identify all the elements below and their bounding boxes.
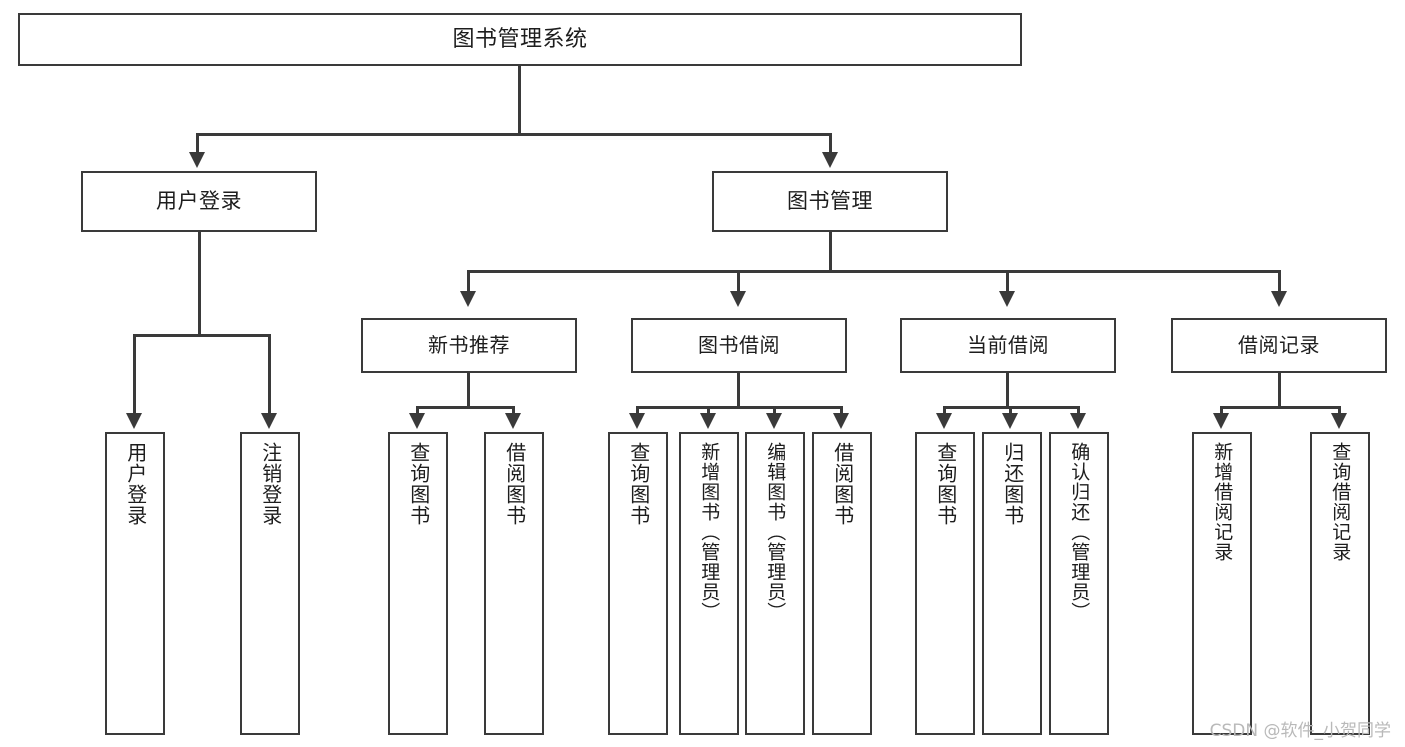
node-new-book-recommend[interactable]: 新书推荐	[361, 318, 577, 373]
node-label: 新增图书（管理员）	[698, 442, 721, 622]
node-label: 查询借阅记录	[1329, 442, 1352, 562]
connector-user-login-drop-2	[268, 334, 271, 416]
arrowhead-user-login-leaf-1	[126, 413, 142, 429]
connector-cb-stem	[1006, 373, 1009, 409]
node-label: 用户登录	[123, 442, 148, 526]
node-label: 编辑图书（管理员）	[764, 442, 787, 622]
connector-root-to-user-login	[196, 133, 199, 155]
node-leaf-cb-query-book[interactable]: 查询图书	[915, 432, 975, 735]
node-user-login[interactable]: 用户登录	[81, 171, 317, 232]
arrowhead-br-leaf-2	[1331, 413, 1347, 429]
node-label: 借阅图书	[502, 442, 527, 526]
node-label: 归还图书	[1000, 442, 1025, 526]
node-label: 查询图书	[406, 442, 431, 526]
node-leaf-bb-edit-book-admin[interactable]: 编辑图书（管理员）	[745, 432, 805, 735]
connector-bb-drop-4	[840, 406, 843, 416]
connector-cb-drop-2	[1009, 406, 1012, 416]
node-leaf-nbr-borrow-book[interactable]: 借阅图书	[484, 432, 544, 735]
arrowhead-bm-to-current-borrow	[999, 291, 1015, 307]
arrowhead-cb-leaf-2	[1002, 413, 1018, 429]
node-label: 查询图书	[626, 442, 651, 526]
node-label: 用户登录	[156, 189, 242, 214]
connector-bm-drop-1	[467, 270, 470, 294]
node-leaf-bb-query-book[interactable]: 查询图书	[608, 432, 668, 735]
arrowhead-cb-leaf-1	[936, 413, 952, 429]
node-leaf-user-login[interactable]: 用户登录	[105, 432, 165, 735]
connector-bm-drop-4	[1278, 270, 1281, 294]
connector-nbr-stem	[467, 373, 470, 409]
node-label: 借阅图书	[830, 442, 855, 526]
arrowhead-cb-leaf-3	[1070, 413, 1086, 429]
node-leaf-logout[interactable]: 注销登录	[240, 432, 300, 735]
connector-nbr-drop-1	[416, 406, 419, 416]
connector-nbr-bar	[416, 406, 515, 409]
connector-bb-drop-2	[707, 406, 710, 416]
connector-br-drop-2	[1338, 406, 1341, 416]
node-leaf-br-add-record[interactable]: 新增借阅记录	[1192, 432, 1252, 735]
connector-user-login-drop-1	[133, 334, 136, 416]
connector-user-login-bar	[133, 334, 271, 337]
node-label: 图书管理	[787, 189, 873, 214]
node-current-borrow[interactable]: 当前借阅	[900, 318, 1116, 373]
node-label: 新增借阅记录	[1211, 442, 1234, 562]
arrowhead-nbr-leaf-1	[409, 413, 425, 429]
connector-cb-drop-1	[943, 406, 946, 416]
connector-root-to-book-manage	[829, 133, 832, 155]
arrowhead-bm-to-new-book	[460, 291, 476, 307]
connector-book-management-stem	[829, 232, 832, 272]
node-borrow-record[interactable]: 借阅记录	[1171, 318, 1387, 373]
connector-root-bar	[196, 133, 832, 136]
node-leaf-cb-return-book[interactable]: 归还图书	[982, 432, 1042, 735]
node-label: 借阅记录	[1238, 333, 1320, 357]
connector-book-management-bar	[467, 270, 1281, 273]
node-label: 查询图书	[933, 442, 958, 526]
node-leaf-bb-borrow-book[interactable]: 借阅图书	[812, 432, 872, 735]
node-root-system[interactable]: 图书管理系统	[18, 13, 1022, 66]
arrowhead-bm-to-borrow-record	[1271, 291, 1287, 307]
arrowhead-br-leaf-1	[1213, 413, 1229, 429]
arrowhead-user-login-leaf-2	[261, 413, 277, 429]
node-label: 图书借阅	[698, 333, 780, 357]
connector-bm-drop-3	[1006, 270, 1009, 294]
connector-bb-bar	[636, 406, 842, 409]
connector-bb-drop-3	[773, 406, 776, 416]
arrowhead-root-to-user-login	[189, 152, 205, 168]
node-label: 新书推荐	[428, 333, 510, 357]
arrowhead-bm-to-book-borrow	[730, 291, 746, 307]
connector-cb-drop-3	[1077, 406, 1080, 416]
node-leaf-br-query-record[interactable]: 查询借阅记录	[1310, 432, 1370, 735]
connector-br-bar	[1220, 406, 1341, 409]
node-label: 注销登录	[258, 442, 283, 526]
node-leaf-cb-confirm-return-admin[interactable]: 确认归还（管理员）	[1049, 432, 1109, 735]
node-book-borrow[interactable]: 图书借阅	[631, 318, 847, 373]
node-leaf-nbr-query-book[interactable]: 查询图书	[388, 432, 448, 735]
connector-br-drop-1	[1220, 406, 1223, 416]
connector-user-login-stem	[198, 232, 201, 336]
arrowhead-bb-leaf-3	[766, 413, 782, 429]
arrowhead-root-to-book-manage	[822, 152, 838, 168]
node-book-management[interactable]: 图书管理	[712, 171, 948, 232]
arrowhead-nbr-leaf-2	[505, 413, 521, 429]
connector-root-stem	[518, 66, 521, 135]
arrowhead-bb-leaf-2	[700, 413, 716, 429]
connector-nbr-drop-2	[512, 406, 515, 416]
connector-bb-drop-1	[636, 406, 639, 416]
connector-bb-stem	[737, 373, 740, 409]
arrowhead-bb-leaf-4	[833, 413, 849, 429]
connector-br-stem	[1278, 373, 1281, 409]
node-leaf-bb-add-book-admin[interactable]: 新增图书（管理员）	[679, 432, 739, 735]
node-label: 当前借阅	[967, 333, 1049, 357]
arrowhead-bb-leaf-1	[629, 413, 645, 429]
connector-bm-drop-2	[737, 270, 740, 294]
node-label: 确认归还（管理员）	[1068, 442, 1091, 622]
node-label: 图书管理系统	[452, 26, 588, 52]
